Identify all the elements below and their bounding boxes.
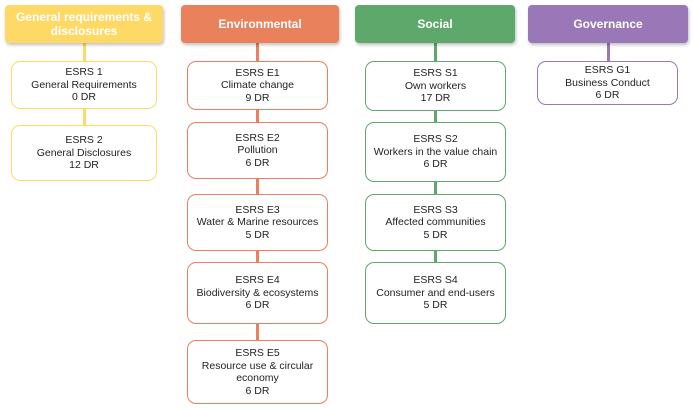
box-name: Workers in the value chain bbox=[373, 145, 498, 158]
box-code: ESRS E3 bbox=[235, 203, 280, 216]
box-dr: 6 DR bbox=[423, 158, 448, 171]
box-name: Biodiversity & ecosystems bbox=[196, 286, 319, 299]
box-esrs-e1: ESRS E1 Climate change 9 DR bbox=[187, 61, 328, 110]
header-social-label: Social bbox=[417, 17, 453, 31]
box-esrs-g1: ESRS G1 Business Conduct 6 DR bbox=[537, 61, 678, 105]
box-name: Pollution bbox=[237, 144, 278, 157]
header-general: General requirements & disclosures bbox=[5, 5, 163, 43]
box-code: ESRS S3 bbox=[413, 203, 458, 216]
header-general-label: General requirements & disclosures bbox=[15, 10, 153, 38]
box-dr: 5 DR bbox=[423, 299, 448, 312]
header-governance: Governance bbox=[528, 5, 688, 43]
box-dr: 6 DR bbox=[595, 89, 620, 102]
box-code: ESRS E1 bbox=[235, 66, 280, 79]
connector-governance bbox=[607, 42, 610, 64]
box-esrs-1: ESRS 1 General Requirements 0 DR bbox=[11, 61, 157, 109]
box-name: Affected communities bbox=[385, 216, 486, 229]
box-code: ESRS S2 bbox=[413, 133, 458, 146]
box-code: ESRS S1 bbox=[413, 67, 458, 80]
box-dr: 6 DR bbox=[245, 384, 270, 397]
box-name: Resource use & circular economy bbox=[201, 359, 314, 385]
box-name: General Requirements bbox=[31, 78, 137, 91]
box-name: Climate change bbox=[221, 79, 294, 92]
box-code: ESRS E4 bbox=[235, 274, 280, 287]
header-social: Social bbox=[355, 5, 515, 43]
box-dr: 5 DR bbox=[423, 228, 448, 241]
box-esrs-e3: ESRS E3 Water & Marine resources 5 DR bbox=[187, 194, 328, 251]
header-environmental: Environmental bbox=[181, 5, 339, 43]
box-name: Business Conduct bbox=[565, 76, 650, 89]
box-esrs-2: ESRS 2 General Disclosures 12 DR bbox=[11, 125, 157, 181]
box-esrs-s2: ESRS S2 Workers in the value chain 6 DR bbox=[365, 122, 506, 182]
box-code: ESRS 1 bbox=[65, 66, 103, 79]
box-code: ESRS 2 bbox=[65, 134, 103, 147]
box-esrs-s4: ESRS S4 Consumer and end-users 5 DR bbox=[365, 262, 506, 324]
box-name: Consumer and end-users bbox=[376, 286, 495, 299]
box-dr: 6 DR bbox=[245, 299, 270, 312]
box-code: ESRS G1 bbox=[584, 64, 631, 77]
box-name: Water & Marine resources bbox=[196, 216, 319, 229]
box-code: ESRS S4 bbox=[413, 274, 458, 287]
header-environmental-label: Environmental bbox=[218, 17, 302, 31]
box-code: ESRS E5 bbox=[235, 347, 280, 359]
box-name: Own workers bbox=[404, 79, 467, 92]
box-esrs-s3: ESRS S3 Affected communities 5 DR bbox=[365, 194, 506, 251]
box-dr: 12 DR bbox=[69, 159, 99, 172]
box-code: ESRS E2 bbox=[235, 131, 280, 144]
box-esrs-e5: ESRS E5 Resource use & circular economy … bbox=[187, 340, 328, 404]
box-dr: 0 DR bbox=[72, 91, 96, 104]
box-dr: 5 DR bbox=[245, 228, 270, 241]
box-dr: 9 DR bbox=[245, 91, 270, 104]
box-name: General Disclosures bbox=[36, 146, 132, 159]
box-esrs-e4: ESRS E4 Biodiversity & ecosystems 6 DR bbox=[187, 262, 328, 324]
box-dr: 17 DR bbox=[420, 92, 451, 105]
header-governance-label: Governance bbox=[573, 17, 643, 31]
box-dr: 6 DR bbox=[245, 156, 270, 169]
box-esrs-e2: ESRS E2 Pollution 6 DR bbox=[187, 122, 328, 179]
box-esrs-s1: ESRS S1 Own workers 17 DR bbox=[365, 61, 506, 111]
